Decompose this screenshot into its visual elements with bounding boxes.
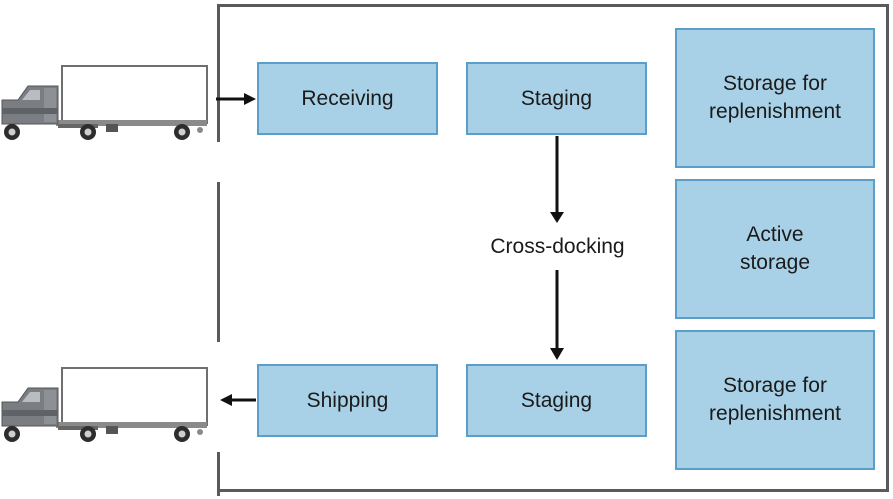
active-storage-box: Active storage <box>675 179 875 319</box>
warehouse-wall-segment <box>217 4 220 142</box>
staging-bottom-label: Staging <box>520 388 593 412</box>
arrow-right-icon <box>216 93 256 105</box>
active-storage-label: Active storage <box>739 223 811 274</box>
storage-top-box: Storage for replenishment <box>675 28 875 168</box>
storage-bottom-box: Storage for replenishment <box>675 330 875 470</box>
staging-top-box: Staging <box>466 62 647 135</box>
warehouse-wall-segment <box>217 182 220 342</box>
shipping-box: Shipping <box>257 364 438 437</box>
storage-top-label: Storage for replenishment <box>709 72 841 123</box>
warehouse-wall-segment <box>217 452 220 496</box>
arrow-down-icon <box>550 270 564 360</box>
truck-icon-outbound <box>1 367 208 443</box>
cross-docking-label: Cross-docking <box>490 235 625 258</box>
receiving-label: Receiving <box>301 86 394 110</box>
staging-bottom-box: Staging <box>466 364 647 437</box>
shipping-label: Shipping <box>306 388 389 412</box>
staging-top-label: Staging <box>520 86 593 110</box>
arrow-left-icon <box>220 394 256 406</box>
receiving-box: Receiving <box>257 62 438 135</box>
storage-bottom-label: Storage for replenishment <box>709 374 841 425</box>
arrow-down-icon <box>550 136 564 223</box>
truck-icon-inbound <box>1 65 208 141</box>
warehouse-outline <box>217 4 889 492</box>
